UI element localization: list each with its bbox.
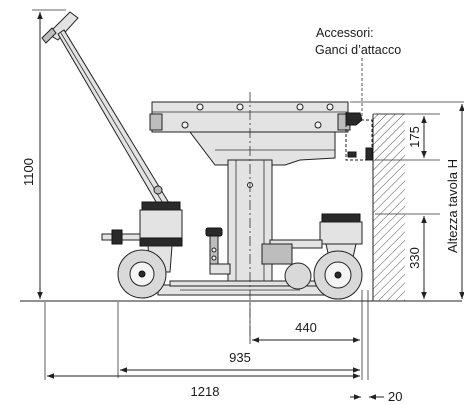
hook-accessory [345,112,373,161]
dim-1218-label: 1218 [191,384,220,399]
upper-height-label: 175 [407,126,422,148]
foot-pedal [205,227,231,275]
dimension-upper: 175 [375,113,440,161]
dimension-overall-height: 1100 [21,9,66,299]
dimension-lower: 330 [375,213,440,299]
accessory-callout: Accessori: Ganci d’attacco [315,26,401,118]
top-platform [149,101,351,166]
table-height-label: Altezza tavola H [445,159,460,253]
bottom-dimensions: 440 935 1218 20 [44,290,402,404]
dim-440-label: 440 [295,320,317,335]
lower-height-label: 330 [407,247,422,269]
lift-table-machine [41,11,373,340]
hatched-wall [372,113,405,301]
dim-935-label: 935 [229,350,251,365]
dim-20-label: 20 [388,389,402,404]
front-caster [101,201,183,299]
accessory-subtitle: Ganci d’attacco [315,43,401,57]
rear-caster [261,213,363,300]
accessory-title: Accessori: [316,26,374,40]
overall-height-label: 1100 [21,158,36,186]
dimension-table-height: Altezza tavola H [350,101,464,299]
